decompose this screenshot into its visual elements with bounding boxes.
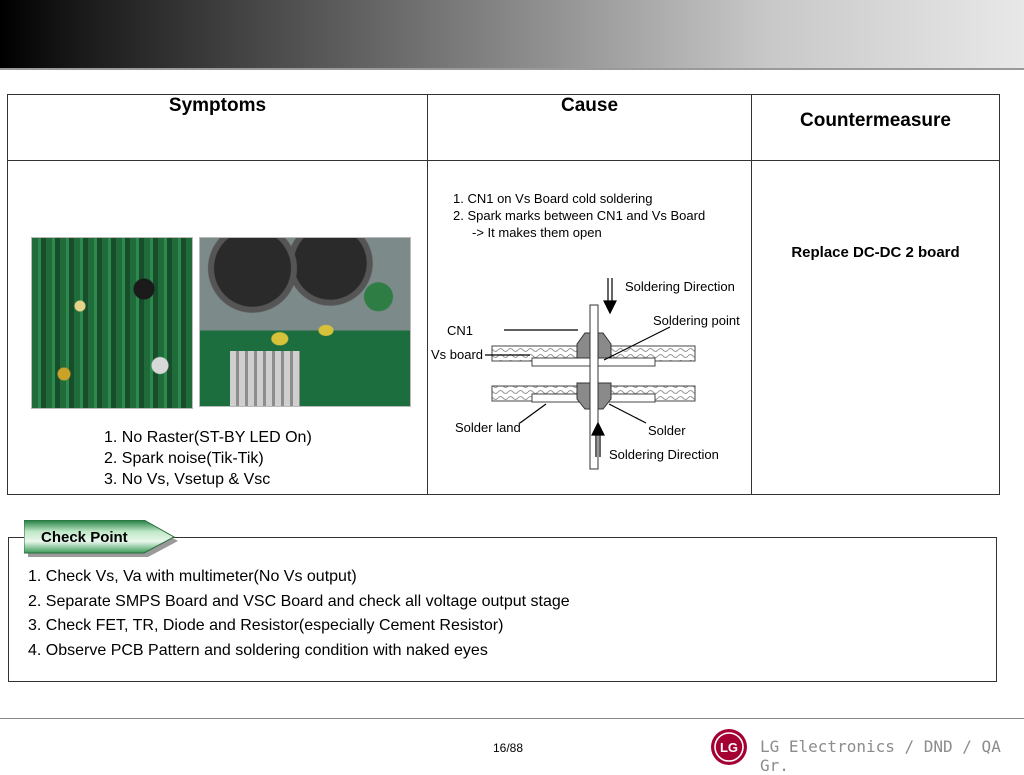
check-point-list: 1. Check Vs, Va with multimeter(No Vs ou…: [28, 565, 570, 663]
check-point-tab: [24, 520, 176, 554]
footer-divider: [0, 718, 1024, 719]
countermeasure-text: Replace DC-DC 2 board: [791, 244, 960, 261]
header-cause: Cause: [427, 94, 752, 161]
check-point-label: Check Point: [41, 529, 128, 546]
brand-footer-text: LG Electronics / DND / QA Gr.: [760, 737, 1001, 775]
symptoms-cell: 1. No Raster(ST-BY LED On) 2. Spark nois…: [7, 160, 428, 495]
heatsink-image: [230, 351, 300, 406]
svg-text:LG: LG: [720, 740, 738, 755]
check-item: 3. Check FET, TR, Diode and Resistor(esp…: [28, 617, 504, 634]
check-item: 4. Observe PCB Pattern and soldering con…: [28, 641, 488, 659]
label-cn1: CN1: [447, 323, 473, 338]
symptom-list: 1. No Raster(ST-BY LED On) 2. Spark nois…: [104, 427, 312, 490]
symptom-cause-table: Symptoms Cause Countermeasure 1. No Rast…: [7, 94, 1000, 495]
label-soldering-direction-top: Soldering Direction: [625, 279, 735, 294]
lg-logo-icon: LG: [711, 729, 747, 765]
header-countermeasure: Countermeasure: [751, 94, 1000, 161]
arrows: [485, 278, 671, 457]
header-gradient-bar: [0, 0, 1024, 68]
symptom-item: 2. Spark noise(Tik-Tik): [104, 450, 264, 467]
label-solder: Solder: [648, 423, 686, 438]
label-soldering-point: Soldering point: [653, 313, 740, 328]
cn1-pin: [589, 304, 599, 470]
pcb-closeup-photo: [199, 237, 411, 407]
table-body-row: 1. No Raster(ST-BY LED On) 2. Spark nois…: [7, 160, 1000, 495]
table-header-row: Symptoms Cause Countermeasure: [7, 94, 1000, 161]
header-divider: [0, 68, 1024, 70]
symptom-item: 3. No Vs, Vsetup & Vsc: [104, 471, 271, 488]
label-vs-board: Vs board: [431, 347, 483, 362]
cause-cell: 1. CN1 on Vs Board cold soldering 2. Spa…: [427, 160, 752, 495]
cause-list: 1. CN1 on Vs Board cold soldering 2. Spa…: [453, 190, 705, 241]
soldering-diagram: Soldering Direction Soldering point CN1 …: [431, 278, 740, 470]
page-number: 16/88: [493, 741, 524, 755]
countermeasure-cell: Replace DC-DC 2 board: [751, 160, 1000, 495]
cause-sub-item: -> It makes them open: [472, 225, 602, 240]
label-soldering-direction-bottom: Soldering Direction: [609, 447, 719, 462]
check-item: 1. Check Vs, Va with multimeter(No Vs ou…: [28, 568, 357, 585]
cause-item: 1. CN1 on Vs Board cold soldering: [453, 191, 653, 206]
check-item: 2. Separate SMPS Board and VSC Board and…: [28, 592, 570, 610]
cause-item: 2. Spark marks between CN1 and Vs Board: [453, 208, 706, 223]
label-solder-land: Solder land: [455, 420, 521, 435]
header-symptoms: Symptoms: [7, 94, 428, 161]
symptom-item: 1. No Raster(ST-BY LED On): [104, 429, 312, 446]
check-point-box: 1. Check Vs, Va with multimeter(No Vs ou…: [8, 537, 997, 682]
pcb-board-photo: [31, 237, 193, 409]
